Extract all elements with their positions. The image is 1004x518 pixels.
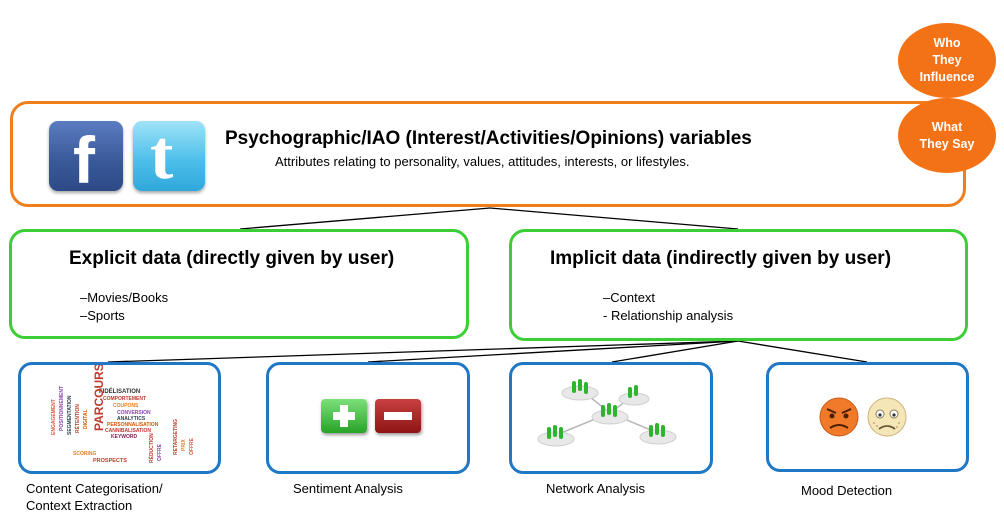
explicit-item: –Sports: [80, 308, 125, 323]
network-analysis-caption: Network Analysis: [546, 481, 645, 496]
svg-text:PERSONNALISATION: PERSONNALISATION: [107, 422, 159, 428]
svg-text:RÉDUCTION: RÉDUCTION: [147, 433, 155, 463]
svg-text:CANNIBALISATION: CANNIBALISATION: [105, 428, 151, 434]
svg-text:PRIX: PRIX: [181, 439, 187, 451]
svg-text:RÉTENTION: RÉTENTION: [73, 404, 81, 433]
network-graph-icon: [537, 379, 677, 447]
svg-text:DIGITAL: DIGITAL: [83, 409, 89, 429]
svg-text:OFFRE: OFFRE: [189, 437, 195, 455]
word-cloud-icon: FIDÉLISATION COMPORTEMENT COUPONS CONVER…: [51, 365, 195, 464]
implicit-item: –Context: [603, 290, 656, 305]
what-they-say-bubble: What They Say: [898, 98, 996, 173]
explicit-item: –Movies/Books: [80, 290, 169, 305]
svg-text:COUPONS: COUPONS: [113, 403, 139, 409]
svg-text:ENGAGEMENT: ENGAGEMENT: [51, 399, 57, 435]
implicit-data-box: [509, 229, 968, 341]
implicit-data-title: Implicit data (indirectly given by user): [550, 248, 892, 269]
svg-text:COMPORTEMENT: COMPORTEMENT: [103, 396, 146, 402]
explicit-data-title: Explicit data (directly given by user): [69, 248, 395, 269]
mood-detection-caption: Mood Detection: [801, 483, 893, 498]
svg-text:OFFRE: OFFRE: [157, 443, 163, 461]
emotion-faces-icon: [819, 397, 907, 437]
minus-icon: [375, 399, 421, 433]
psychographic-subtitle: Attributes relating to personality, valu…: [275, 154, 690, 169]
svg-text:SCORING: SCORING: [73, 451, 96, 457]
svg-text:POSITIONNEMENT: POSITIONNEMENT: [59, 386, 65, 431]
what-they-say-label: What They Say: [919, 119, 975, 151]
svg-text:SEGMENTATION: SEGMENTATION: [67, 395, 73, 435]
svg-text:CONVERSION: CONVERSION: [117, 410, 151, 416]
plus-icon: [321, 399, 367, 433]
network-analysis-box: [509, 362, 713, 474]
mood-detection-box: [766, 362, 969, 472]
who-they-influence-label: Who They Influence: [919, 36, 975, 84]
who-they-influence-bubble: Who They Influence: [898, 23, 996, 98]
twitter-icon: t: [133, 121, 205, 191]
svg-text:RETARGETING: RETARGETING: [173, 419, 179, 455]
psychographic-title: Psychographic/IAO (Interest/Activities/O…: [225, 128, 752, 149]
svg-text:FIDÉLISATION: FIDÉLISATION: [99, 387, 140, 395]
sentiment-analysis-caption: Sentiment Analysis: [293, 481, 403, 496]
svg-text:ANALYTICS: ANALYTICS: [117, 416, 146, 422]
implicit-item: - Relationship analysis: [603, 308, 734, 323]
svg-text:KEYWORD: KEYWORD: [111, 434, 138, 440]
content-categorisation-box: FIDÉLISATION COMPORTEMENT COUPONS CONVER…: [18, 362, 221, 474]
sentiment-analysis-box: [266, 362, 470, 474]
svg-text:PROSPECTS: PROSPECTS: [93, 458, 127, 464]
facebook-icon: f: [49, 121, 123, 193]
explicit-data-box: [9, 229, 469, 339]
svg-text:PARCOURS: PARCOURS: [92, 365, 106, 431]
content-categorisation-caption: Content Categorisation/ Context Extracti…: [26, 481, 163, 513]
